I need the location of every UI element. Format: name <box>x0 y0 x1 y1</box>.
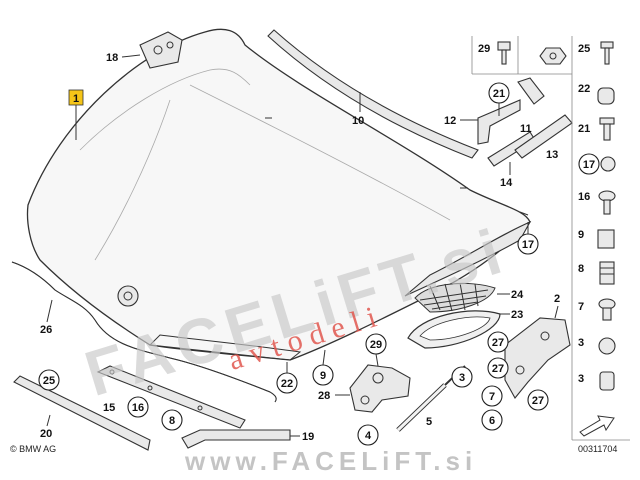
label-text-9a: 9 <box>320 370 326 382</box>
label-text-17b: 17 <box>583 159 595 171</box>
label-text-2: 2 <box>554 293 560 305</box>
label-text-25b: 25 <box>578 43 590 55</box>
right-column: 25 22 21 17 16 9 8 7 3 3 00311704 <box>578 41 617 454</box>
label-text-14: 14 <box>500 177 513 189</box>
label-text-7a: 7 <box>489 391 495 403</box>
hood-panel <box>26 28 532 361</box>
guide-strips: 11 13 14 <box>487 114 573 189</box>
label-text-5: 5 <box>426 416 432 428</box>
label-text-17a: 17 <box>522 239 534 251</box>
label-text-12: 12 <box>444 115 456 127</box>
label-text-21b: 21 <box>578 123 590 135</box>
hood-rod-26: 26 <box>11 261 277 403</box>
callout-17-main: 17 <box>517 222 539 255</box>
gas-strut-5: 5 3 4 <box>357 365 473 446</box>
strip-19: 19 <box>181 429 314 449</box>
callout-22-9: 22 9 <box>276 349 334 394</box>
label-text-7b: 7 <box>578 301 584 313</box>
label-text-4: 4 <box>365 430 372 442</box>
strip-20: 25 20 <box>13 369 151 451</box>
label-text-13: 13 <box>546 149 558 161</box>
diagram-number: 00311704 <box>578 444 617 454</box>
label-text-6: 6 <box>489 415 495 427</box>
label-text-10: 10 <box>352 115 364 127</box>
label-text-16a: 16 <box>132 402 144 414</box>
label-text-19: 19 <box>302 431 314 443</box>
label-text-8b: 8 <box>578 263 584 275</box>
label-text-22b: 22 <box>578 83 590 95</box>
label-text-8a: 8 <box>169 415 175 427</box>
hinge-28: 29 28 <box>318 333 411 413</box>
label-text-22a: 22 <box>281 378 293 390</box>
label-text-11: 11 <box>520 123 532 135</box>
label-text-3c: 3 <box>578 373 584 385</box>
small-parts-grid: 29 <box>471 36 630 441</box>
label-text-1: 1 <box>73 93 79 105</box>
frame-23: 23 <box>407 309 523 349</box>
label-text-21a: 21 <box>493 88 505 100</box>
label-text-3a: 3 <box>459 372 465 384</box>
watermark-footer: www.FACELiFT.si <box>184 446 477 476</box>
seal-strip-10: 10 <box>267 29 479 159</box>
label-text-29b: 29 <box>478 43 490 55</box>
label-text-29a: 29 <box>370 339 382 351</box>
copyright-text: © BMW AG <box>10 444 56 454</box>
label-text-27b: 27 <box>492 363 504 375</box>
grille-24: 24 <box>414 282 524 313</box>
hood-bracket-18: 18 <box>106 31 183 69</box>
label-text-27c: 27 <box>532 395 544 407</box>
label-text-26: 26 <box>40 324 52 336</box>
label-text-9b: 9 <box>578 229 584 241</box>
label-part-1: 1 <box>68 89 84 140</box>
label-text-18: 18 <box>106 52 118 64</box>
label-text-3b: 3 <box>578 337 584 349</box>
label-text-27a: 27 <box>492 337 504 349</box>
label-text-15: 15 <box>103 402 115 414</box>
bracket-15: 15 16 8 <box>96 365 246 431</box>
hinge-bracket-2: 2 27 27 7 6 27 <box>481 293 571 431</box>
label-text-16b: 16 <box>578 191 590 203</box>
label-text-28: 28 <box>318 390 330 402</box>
label-text-24: 24 <box>511 289 524 301</box>
label-text-20: 20 <box>40 428 52 440</box>
label-text-23: 23 <box>511 309 523 321</box>
label-text-25a: 25 <box>43 375 55 387</box>
bracket-12: 21 12 <box>444 77 545 145</box>
